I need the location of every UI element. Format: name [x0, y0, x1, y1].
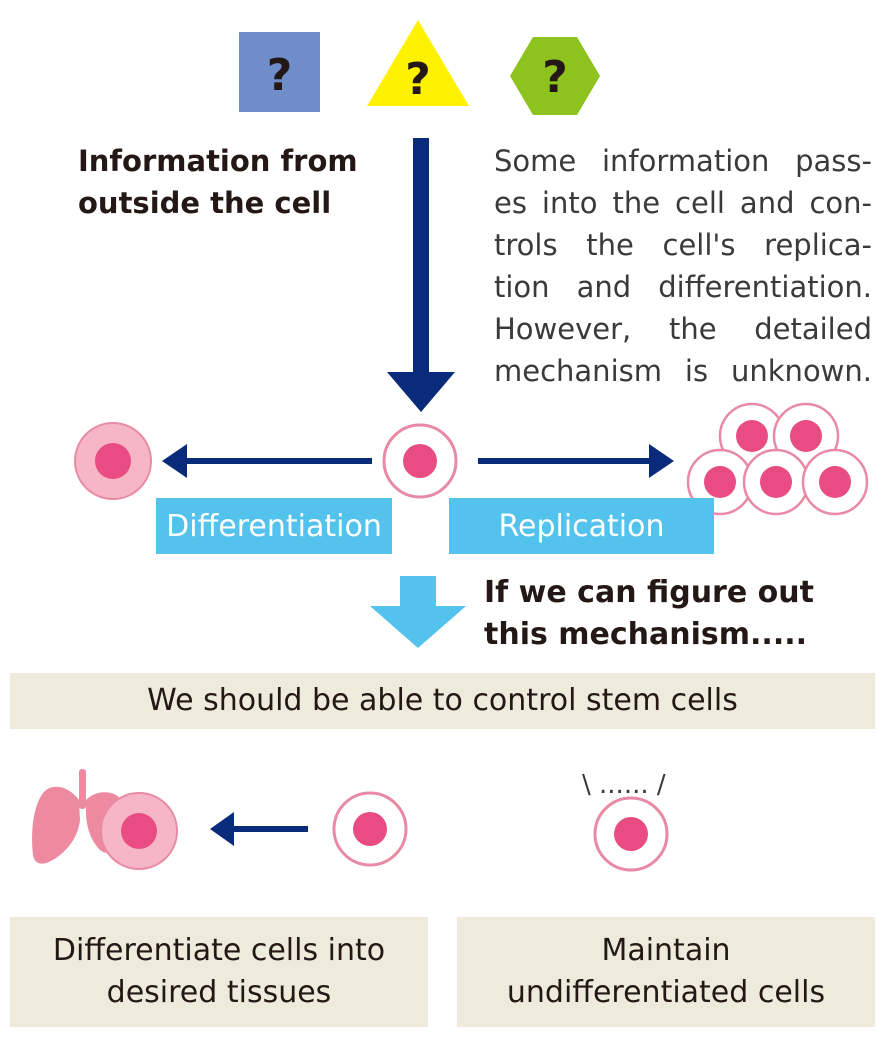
yellow-triangle-shape	[367, 20, 469, 106]
vertical-arrow-shaft	[413, 138, 429, 378]
outside-info-line-1: Information from	[78, 144, 358, 178]
bottom-left-arrow-shaft	[228, 826, 308, 832]
right-arrow-head	[649, 444, 674, 478]
maintain-line-2: undifferentiated cells	[506, 975, 826, 1010]
thinking-mark: \ ...... /	[582, 770, 666, 800]
description-line-4: tion and differentiation.	[494, 270, 872, 304]
figure-out-line-2: this mechanism.....	[484, 617, 808, 652]
outside-info-line-2: outside the cell	[78, 186, 332, 220]
light-arrow-head	[370, 606, 466, 648]
left-arrow-head	[162, 444, 187, 478]
differentiated-cell-nucleus	[95, 443, 131, 479]
square-question-mark: ?	[267, 50, 293, 101]
vertical-arrow-head	[387, 372, 455, 412]
description-line-1: Some information pass-	[494, 144, 872, 178]
description-line-6: mechanism is unknown.	[494, 354, 872, 388]
blue-square-shape	[239, 32, 320, 112]
control-banner-text: We should be able to control stem cells	[147, 683, 738, 718]
description-line-2: es into the cell and con-	[494, 186, 872, 220]
description-line-3: trols the cell's replica-	[494, 228, 872, 262]
right-arrow-shaft	[478, 458, 656, 464]
differentiation-label: Differentiation	[156, 498, 392, 554]
maintain-undifferentiated-box: Maintain undifferentiated cells	[457, 917, 875, 1027]
figure-out-line-1: If we can figure out	[484, 575, 814, 610]
description-line-5: However, the detailed	[494, 312, 872, 346]
control-stem-cells-banner: We should be able to control stem cells	[10, 673, 875, 729]
maintain-line-1: Maintain	[601, 933, 731, 968]
differentiate-tissues-box: Differentiate cells into desired tissues	[10, 917, 428, 1027]
mechanism-description: Some information pass- es into the cell …	[494, 140, 872, 392]
figure-out-text: If we can figure out this mechanism.....	[484, 572, 814, 656]
green-hexagon-shape	[510, 37, 600, 115]
differentiation-label-text: Differentiation	[166, 508, 382, 544]
triangle-question-mark: ?	[405, 54, 431, 105]
differentiate-line-1: Differentiate cells into	[52, 933, 386, 968]
replication-label: Replication	[449, 498, 714, 554]
replication-label-text: Replication	[498, 508, 665, 544]
hexagon-question-mark: ?	[542, 52, 568, 103]
outside-info-label: Information from outside the cell	[78, 140, 358, 224]
replicated-cell-cluster	[686, 402, 869, 516]
stem-cell-bottom-left-nucleus	[353, 812, 387, 846]
bottom-left-arrow-head	[210, 812, 234, 846]
left-arrow-shaft	[180, 458, 372, 464]
light-arrow-shaft	[400, 576, 436, 606]
differentiate-line-2: desired tissues	[106, 975, 332, 1010]
stem-cell-center-nucleus	[403, 444, 437, 478]
stem-cell-bottom-right-nucleus	[614, 817, 648, 851]
tissue-cell-nucleus	[121, 813, 157, 849]
